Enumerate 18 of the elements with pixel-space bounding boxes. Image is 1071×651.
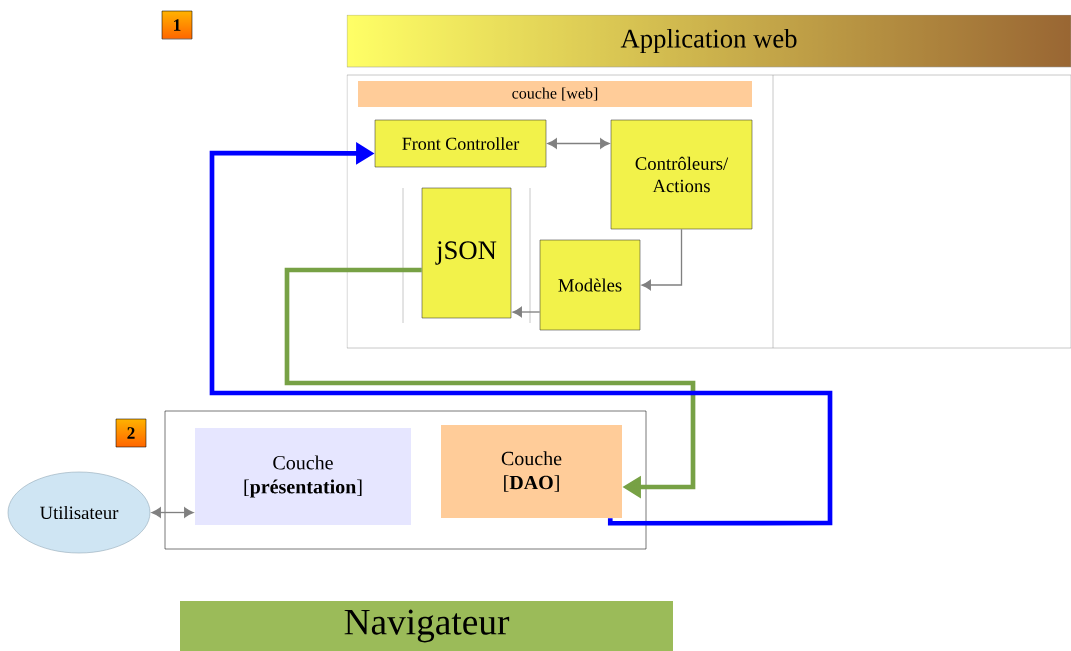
frame-box [164, 410, 647, 550]
callout-number: 1 [161, 10, 193, 40]
layer-box: Couche [présentation] [195, 428, 411, 525]
layer-box: Couche [DAO] [441, 425, 622, 518]
title-band: Navigateur [180, 601, 673, 651]
callout-number: 2 [115, 418, 147, 448]
arrow [151, 507, 194, 518]
layer-band: couche [web] [358, 81, 752, 107]
title-banner: Application web [346, 14, 1071, 68]
arrow [512, 306, 541, 318]
process-box: jSON [421, 187, 512, 319]
arrow [641, 228, 683, 291]
process-box: Modèles [539, 239, 641, 331]
process-box: Front Controller [374, 119, 547, 168]
arrow [284, 267, 696, 499]
arrow [547, 138, 610, 149]
process-box: Contrôleurs/ Actions [610, 119, 753, 230]
arrow [209, 142, 833, 526]
